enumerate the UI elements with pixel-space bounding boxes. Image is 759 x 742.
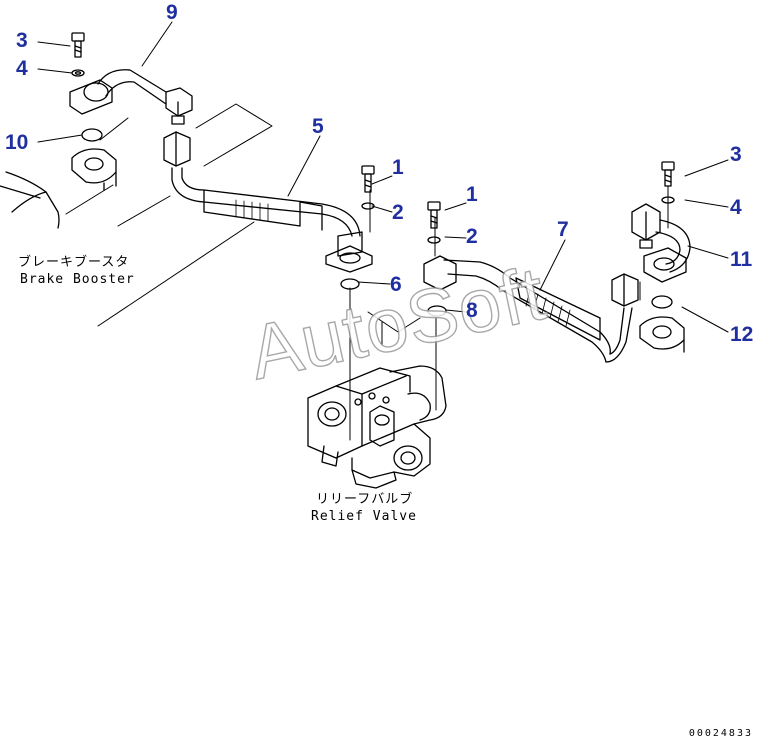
brake-booster-label-en: Brake Booster [20, 272, 135, 287]
relief-valve-label-en: Relief Valve [311, 509, 417, 524]
oring-8 [427, 305, 447, 317]
callout-4: 4 [730, 196, 742, 219]
bolt-1-right [427, 201, 441, 244]
document-number: 00024833 [688, 728, 753, 739]
relief-valve [307, 365, 447, 489]
callout-2: 2 [392, 201, 404, 224]
pipe-9 [69, 69, 193, 125]
callout-5: 5 [312, 115, 324, 138]
bolt-1-center [361, 165, 375, 210]
bolt-3-left [71, 32, 85, 77]
brake-booster-body [0, 171, 60, 229]
bolt-3-right [661, 161, 675, 204]
callout-3: 3 [730, 143, 742, 166]
oring-12-right-flange [639, 295, 685, 353]
callout-3: 3 [16, 29, 28, 52]
callout-10: 10 [5, 131, 29, 154]
relief-valve-label-jp: リリーフバルブ [316, 492, 414, 507]
callout-8: 8 [466, 299, 478, 322]
brake-booster-label-jp: ブレーキブースタ [18, 255, 130, 270]
callout-9: 9 [166, 1, 178, 24]
oring-6 [340, 278, 360, 290]
pipe-5 [163, 131, 373, 273]
callout-1: 1 [466, 183, 478, 206]
callout-4: 4 [16, 57, 28, 80]
callout-1: 1 [392, 156, 404, 179]
callout-6: 6 [390, 273, 402, 296]
callout-2: 2 [466, 225, 478, 248]
callout-7: 7 [557, 218, 569, 241]
pipe-7 [423, 255, 639, 363]
leader-lines [37, 21, 729, 333]
assembly-lines [65, 103, 669, 441]
oring-10-left-flange [71, 128, 117, 191]
callout-12: 12 [730, 323, 754, 346]
pipe-11 [631, 203, 691, 283]
callout-11: 11 [730, 248, 753, 271]
